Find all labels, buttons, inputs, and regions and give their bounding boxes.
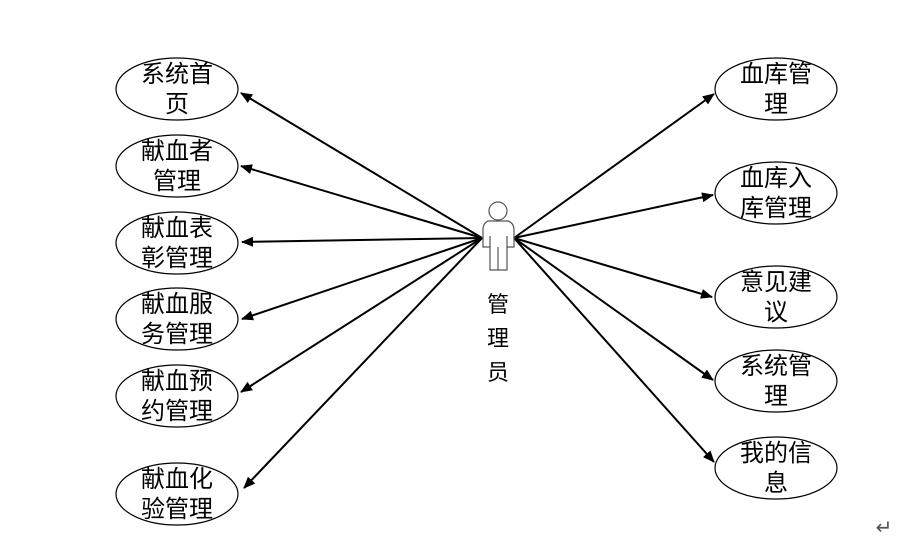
- use-case-label-line-2: 议: [764, 298, 788, 326]
- association-arrow: [243, 237, 483, 489]
- association-arrow: [513, 237, 715, 463]
- use-case-label-line-1: 献血服: [141, 290, 213, 318]
- use-case-label-line-1: 意见建: [740, 268, 812, 296]
- use-case-label-line-2: 管理: [153, 167, 201, 195]
- association-arrow: [513, 192, 714, 239]
- use-case-label-line-2: 理: [764, 90, 788, 118]
- use-case-system-home[interactable]: 系统首 页: [115, 57, 239, 121]
- use-case-label-line-1: 献血表: [141, 214, 213, 242]
- paragraph-mark: ↵: [876, 515, 893, 539]
- association-arrow: [240, 237, 483, 393]
- use-case-label-line-2: 验管理: [141, 495, 213, 523]
- administrator-actor: 管 理 员: [482, 201, 515, 386]
- association-arrow: [513, 237, 714, 381]
- use-case-suggestions[interactable]: 意见建 议: [714, 265, 838, 329]
- use-case-blood-test-management[interactable]: 献血化 验管理: [115, 462, 239, 526]
- association-arrow: [241, 237, 483, 321]
- use-case-donation-appointment-management[interactable]: 献血预 约管理: [115, 364, 239, 428]
- association-arrow: [513, 237, 713, 299]
- use-case-blood-bank-management[interactable]: 血库管 理: [714, 57, 838, 121]
- use-case-label-line-2: 彰管理: [141, 244, 213, 272]
- use-case-label-line-1: 献血化: [141, 465, 213, 493]
- actor-label-line-1: 管: [487, 293, 509, 318]
- use-case-donation-commendation-management[interactable]: 献血表 彰管理: [115, 211, 239, 275]
- person-icon: [482, 201, 515, 271]
- use-case-system-management[interactable]: 系统管 理: [714, 349, 838, 413]
- association-arrow: [241, 236, 483, 247]
- use-case-my-info[interactable]: 我的信 息: [714, 436, 838, 500]
- association-arrow: [513, 93, 715, 239]
- use-case-label-line-2: 息: [764, 469, 788, 497]
- use-case-label-line-1: 献血者: [141, 137, 213, 165]
- use-case-label-line-1: 我的信: [740, 439, 812, 467]
- use-case-label-line-1: 系统首: [141, 60, 213, 88]
- use-case-label-line-2: 务管理: [141, 320, 213, 348]
- use-case-label-line-1: 血库管: [740, 60, 812, 88]
- use-case-label-line-2: 约管理: [141, 397, 213, 425]
- use-case-label-line-2: 库管理: [740, 194, 812, 222]
- use-case-label-line-2: 页: [165, 90, 189, 118]
- actor-label-line-3: 员: [487, 361, 509, 386]
- use-case-donor-management[interactable]: 献血者 管理: [115, 134, 239, 198]
- association-arrow: [240, 92, 483, 239]
- use-case-label-line-1: 系统管: [740, 352, 812, 380]
- actor-label-line-2: 理: [487, 327, 509, 352]
- use-case-donation-service-management[interactable]: 献血服 务管理: [115, 287, 239, 351]
- use-case-label-line-2: 理: [764, 382, 788, 410]
- association-arrows: [240, 92, 715, 489]
- use-case-label-line-1: 献血预: [141, 367, 213, 395]
- use-case-label-line-1: 血库入: [740, 164, 812, 192]
- association-arrow: [240, 164, 483, 239]
- use-case-blood-bank-inbound-management[interactable]: 血库入 库管理: [714, 161, 838, 225]
